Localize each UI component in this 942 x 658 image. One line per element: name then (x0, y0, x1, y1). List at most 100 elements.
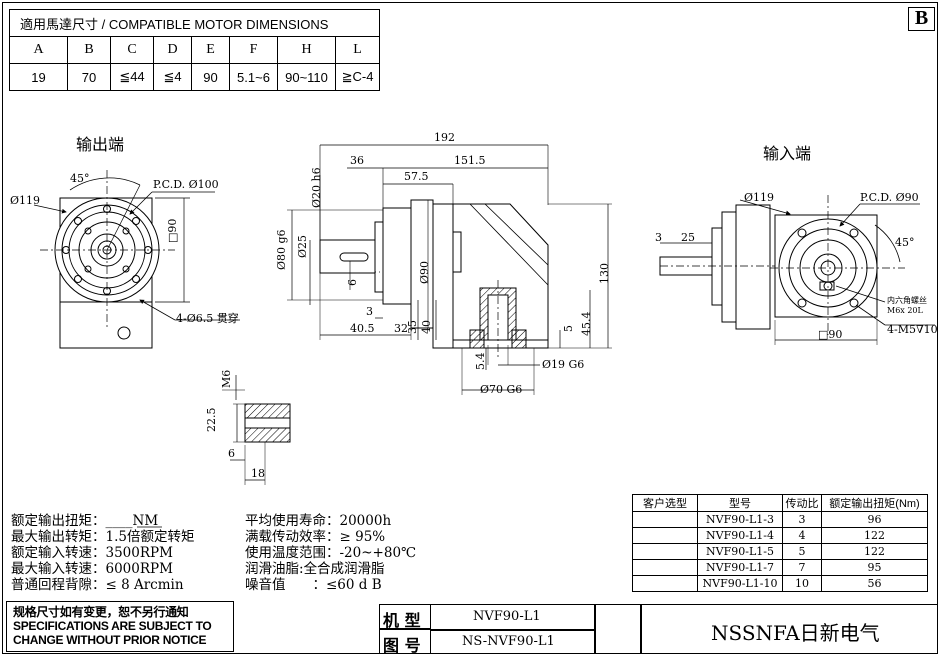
drawing-value: NS-NVF90-L1 (462, 634, 555, 649)
spec-value: 全合成润滑脂 (303, 561, 385, 577)
model-row: NVF90-L1-7 7 95 (632, 559, 928, 576)
spec-row: 满载传动效率：≥ 95% (245, 529, 386, 545)
spec-key: 最大输入转速 (11, 561, 92, 577)
dim-label: 45° (895, 236, 915, 249)
dim-label: 18 (251, 467, 265, 480)
spec-row: 平均使用寿命：20000h (245, 513, 392, 529)
dims-header: D (153, 36, 192, 64)
spec-row: 最大输出转矩：1.5倍额定转矩 (11, 529, 195, 545)
dim-label: 22.5 (205, 407, 218, 433)
dim-label: P.C.D. Ø100 (153, 178, 219, 191)
spec-row: 使用温度范围：-20~+80℃ (245, 545, 417, 561)
dim-label: 5 (562, 325, 575, 332)
model-cell (632, 559, 698, 576)
dim-label: 6 (346, 279, 359, 286)
spec-value: ≥ 95% (339, 529, 386, 545)
spec-value: -20~+80℃ (339, 545, 417, 561)
dims-value: 5.1~6 (229, 63, 278, 91)
company-name: NSSNFA日新电气 (711, 621, 880, 645)
dim-label: 3 (655, 231, 662, 244)
spec-key: 平均使用寿命 (245, 513, 326, 529)
dim-label: 45° (70, 172, 90, 185)
model-header: 传动比 (782, 494, 822, 512)
model-cell: NVF90-L1-3 (697, 511, 783, 528)
model-header: 型号 (697, 494, 783, 512)
model-header: 客户选型 (632, 494, 698, 512)
dim-label: Ø25 (296, 234, 309, 258)
model-cell: NVF90-L1-5 (697, 543, 783, 560)
change-notice: 规格尺寸如有变更，恕不另行通知 SPECIFICATIONS ARE SUBJE… (6, 601, 234, 652)
dims-value: 70 (67, 63, 111, 91)
dim-label: 45.4 (580, 311, 593, 337)
dims-header: B (67, 36, 111, 64)
notice-line: 规格尺寸如有变更，恕不另行通知 (13, 605, 189, 619)
model-row: NVF90-L1-10 10 56 (632, 575, 928, 592)
model-row: NVF90-L1-3 3 96 (632, 511, 928, 528)
spec-key: 使用温度范围 (245, 545, 326, 561)
input-end-view (659, 195, 935, 345)
spec-value: ____NM (105, 513, 159, 529)
model-row: NVF90-L1-4 4 122 (632, 527, 928, 544)
model-cell: 56 (821, 575, 928, 592)
specs-right: 平均使用寿命：20000h 满载传动效率：≥ 95% 使用温度范围：-20~+8… (245, 513, 416, 593)
spec-value: ≤60 d B (326, 577, 382, 593)
model-cell: 10 (782, 575, 822, 592)
dim-label: Ø19 G6 (542, 358, 585, 371)
model-cell (632, 527, 698, 544)
dims-header: F (229, 36, 278, 64)
model-cell: 4 (782, 527, 822, 544)
drawing-label-cell (379, 629, 431, 654)
model-cell (632, 543, 698, 560)
dims-header: L (335, 36, 380, 64)
spec-key: 润滑油脂: (245, 561, 304, 577)
input-end-title: 输入端 (763, 144, 812, 163)
spec-key: 额定输入转速 (11, 545, 92, 561)
spec-value: 3500RPM (105, 545, 173, 561)
output-end-view (33, 170, 240, 349)
specs-left: 额定输出扭矩：____NM 最大输出转矩：1.5倍额定转矩 额定输入转速：350… (11, 513, 194, 593)
model-cell: 5 (782, 543, 822, 560)
dim-label: P.C.D. Ø90 (860, 191, 919, 204)
spec-value: 20000h (339, 513, 392, 529)
dim-label: 36 (350, 154, 364, 167)
dim-label: 5.4 (474, 352, 487, 371)
dims-value: ≦4 (153, 63, 192, 91)
dim-label: 4-Ø6.5 贯穿 (176, 312, 239, 325)
model-label-cell (379, 604, 431, 629)
model-cell (632, 575, 698, 592)
dim-label: 内六角螺丝 (887, 296, 927, 305)
model-row: NVF90-L1-5 5 122 (632, 543, 928, 560)
spec-row: 普通回程背隙：≤ 8 Arcmin (11, 577, 184, 593)
spec-key: 最大输出转矩 (11, 529, 92, 545)
dim-label: M6x 20L (887, 306, 923, 315)
dim-label: Ø90 (418, 260, 431, 284)
dim-label: 151.5 (454, 154, 486, 167)
dims-header: E (191, 36, 230, 64)
dims-value: ≧C-4 (335, 63, 380, 91)
dim-label: 25 (681, 231, 695, 244)
dims-value: 19 (9, 63, 68, 91)
model-header: 额定输出扭矩(Nm) (821, 494, 928, 512)
dim-label: 3 (366, 305, 373, 318)
dim-label: 35 (406, 320, 419, 334)
spec-row: 额定输入转速：3500RPM (11, 545, 173, 561)
dim-label: 57.5 (404, 170, 429, 183)
spec-row: 润滑油脂:全合成润滑脂 (245, 561, 416, 577)
motor-dimensions-table: 適用馬達尺寸 / COMPATIBLE MOTOR DIMENSIONS A B… (9, 9, 380, 91)
dim-label: Ø80 g6 (275, 229, 288, 270)
model-value: NVF90-L1 (473, 609, 541, 624)
dim-label: 40 (420, 320, 433, 334)
dim-label: Ø20 h6 (310, 167, 323, 208)
revision-badge: B (908, 7, 935, 31)
dim-label: 6 (228, 447, 235, 460)
model-cell: 122 (821, 527, 928, 544)
dim-label: Ø70 G6 (480, 383, 523, 396)
key-detail (222, 375, 291, 485)
dim-label: Ø119 (744, 191, 775, 204)
spec-value: 6000RPM (105, 561, 173, 577)
output-end-title: 输出端 (76, 135, 125, 154)
side-view (287, 144, 612, 395)
model-cell: 7 (782, 559, 822, 576)
model-cell (632, 511, 698, 528)
